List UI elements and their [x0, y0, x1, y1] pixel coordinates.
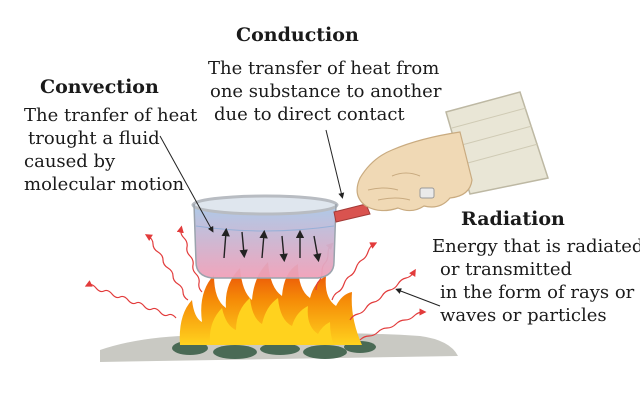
conduction-pointer: [325, 129, 345, 199]
hand: [356, 91, 549, 212]
convection-arrows: [221, 227, 322, 263]
pot-handle: [333, 203, 371, 223]
conduction-title: Conduction: [236, 24, 359, 46]
hand-palm: [356, 131, 473, 212]
radiation-line-1: Energy that is radiated: [432, 236, 640, 257]
wave-1: [84, 280, 177, 319]
conduction-line-2: one substance to another: [210, 81, 442, 102]
wave-4: [331, 242, 378, 301]
pointer-lines: [159, 129, 441, 307]
convection-line-2: trought a fluid: [28, 128, 160, 149]
convection-description: The tranfer of heat trought a fluid caus…: [24, 104, 197, 196]
convection-line-3: caused by: [24, 151, 116, 172]
convection-title: Convection: [40, 76, 159, 98]
radiation-line-2: or transmitted: [440, 259, 573, 280]
pot: [191, 194, 339, 279]
wave-6: [359, 308, 427, 341]
radiation-pointer: [395, 288, 441, 307]
radiation-title: Radiation: [461, 208, 565, 230]
radiation-description: Energy that is radiated or transmitted i…: [432, 235, 640, 339]
radiation-line-4: waves or particles: [440, 305, 607, 326]
wave-5: [349, 268, 416, 321]
conduction-line-3: due to direct contact: [214, 104, 405, 125]
wave-3: [176, 225, 203, 293]
conduction-line-1: The transfer of heat from: [208, 58, 440, 79]
conduction-description: The transfer of heat from one substance …: [208, 57, 441, 126]
wave-2: [144, 234, 189, 301]
radiation-line-3: in the form of rays or: [440, 282, 635, 303]
convection-line-4: molecular motion: [24, 174, 185, 195]
convection-line-1: The tranfer of heat: [24, 105, 198, 126]
fire: [179, 262, 362, 345]
convection-pointer: [159, 135, 214, 233]
